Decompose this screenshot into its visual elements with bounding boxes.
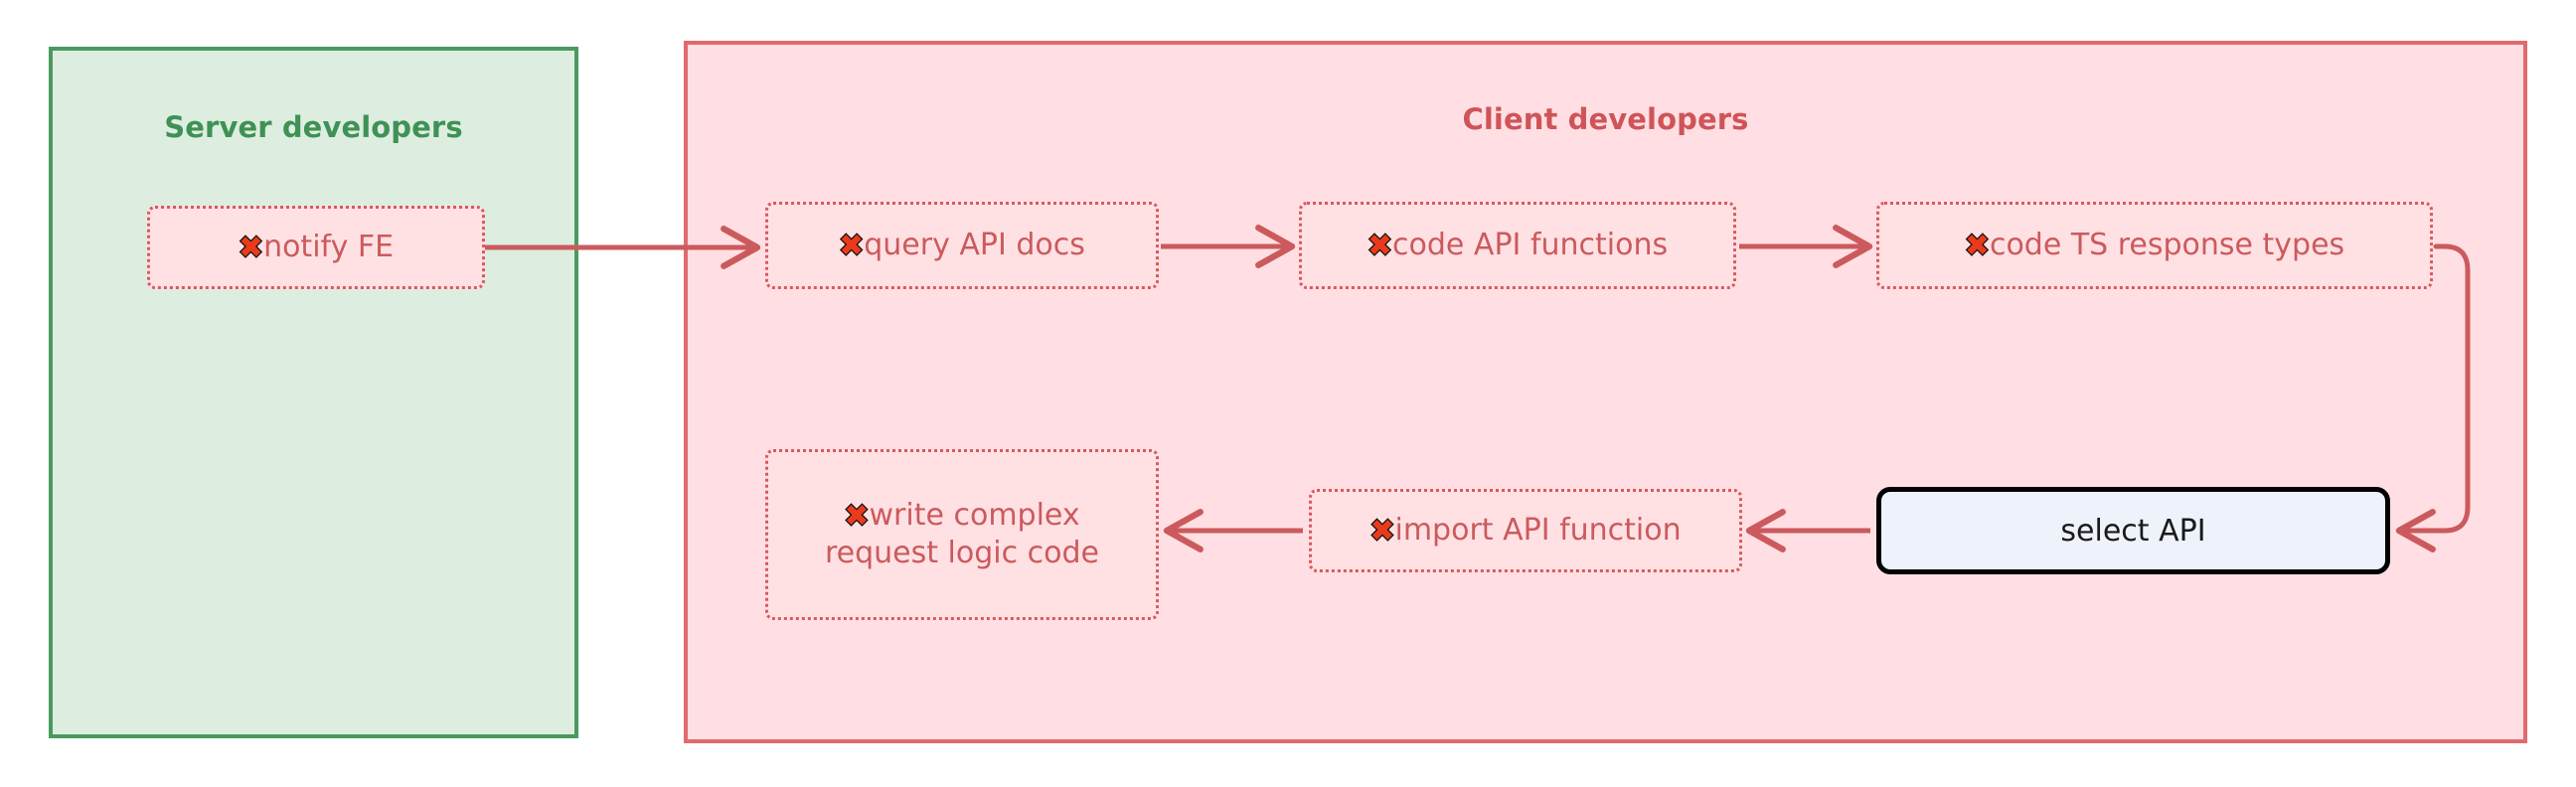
container-server-developers: Server developers (49, 47, 578, 738)
x-mark-icon: ✖ (238, 230, 265, 267)
node-write-complex-request-logic-code[interactable]: ✖write complex request logic code (765, 449, 1159, 620)
x-mark-icon: ✖ (1964, 228, 1992, 265)
x-mark-icon: ✖ (1368, 513, 1396, 551)
x-mark-icon: ✖ (1367, 228, 1394, 265)
x-mark-icon: ✖ (843, 497, 871, 535)
node-code-api-functions[interactable]: ✖code API functions (1299, 202, 1736, 289)
container-client-developers: Client developers (684, 41, 2527, 743)
node-import-api-function[interactable]: ✖import API function (1309, 489, 1742, 572)
node-label-write-complex-line1: write complex (869, 497, 1080, 533)
node-label-notify-fe: notify FE (263, 229, 395, 264)
node-line-1: ✖write complex (843, 497, 1080, 535)
node-label-import-api-function: import API function (1394, 512, 1682, 548)
node-label-write-complex-line2: request logic code (824, 536, 1100, 570)
node-label-select-api: select API (2060, 513, 2206, 549)
node-code-ts-response-types[interactable]: ✖code TS response types (1876, 202, 2433, 289)
node-label-code-ts-response-types: code TS response types (1989, 227, 2345, 262)
node-notify-fe[interactable]: ✖notify FE (147, 206, 485, 289)
container-title-client: Client developers (1462, 102, 1749, 136)
container-title-server: Server developers (164, 110, 463, 144)
node-query-api-docs[interactable]: ✖query API docs (765, 202, 1159, 289)
node-label-code-api-functions: code API functions (1392, 227, 1669, 262)
x-mark-icon: ✖ (838, 228, 866, 265)
node-select-api[interactable]: select API (1876, 487, 2390, 574)
node-label-query-api-docs: query API docs (864, 227, 1085, 262)
